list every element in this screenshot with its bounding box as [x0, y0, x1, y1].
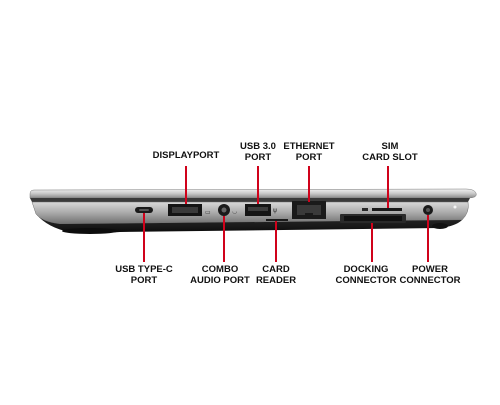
laptop-rear-foot [432, 223, 448, 229]
ethernet-port-clip [305, 213, 313, 217]
laptop-bottom [36, 214, 462, 233]
label-displayport: DISPLAYPORT [152, 150, 220, 161]
docking-connector-inner [344, 216, 402, 221]
sim-slot-eject [362, 208, 368, 211]
label-usb-type-c-port: USB TYPE-C PORT [115, 264, 173, 286]
sim-slot [372, 208, 402, 211]
displayport-port-inner [172, 207, 198, 213]
card-reader-slot [266, 219, 288, 221]
label-card-reader: CARD READER [255, 264, 297, 286]
label-combo-audio-port: COMBO AUDIO PORT [190, 264, 250, 286]
audio-jack-inner [221, 207, 227, 213]
label-sim-card-slot: SIM CARD SLOT [362, 141, 418, 163]
laptop-lid [29, 188, 477, 199]
ethernet-port-inner [297, 205, 321, 215]
label-ethernet-port: ETHERNET PORT [283, 141, 335, 163]
laptop-seam [30, 198, 470, 202]
status-led [453, 205, 457, 209]
laptop-foot [62, 228, 118, 234]
usb3-port-inner [248, 207, 268, 211]
usb-glyph: ψ [273, 207, 277, 214]
power-connector-inner [426, 208, 430, 212]
displayport-glyph: ▭ [205, 209, 211, 216]
headset-glyph: ◡ [232, 208, 237, 215]
label-power-connector: POWER CONNECTOR [399, 264, 461, 286]
label-docking-connector: DOCKING CONNECTOR [335, 264, 397, 286]
label-usb3-port: USB 3.0 PORT [240, 141, 276, 163]
usb-c-port-inner [139, 209, 149, 211]
